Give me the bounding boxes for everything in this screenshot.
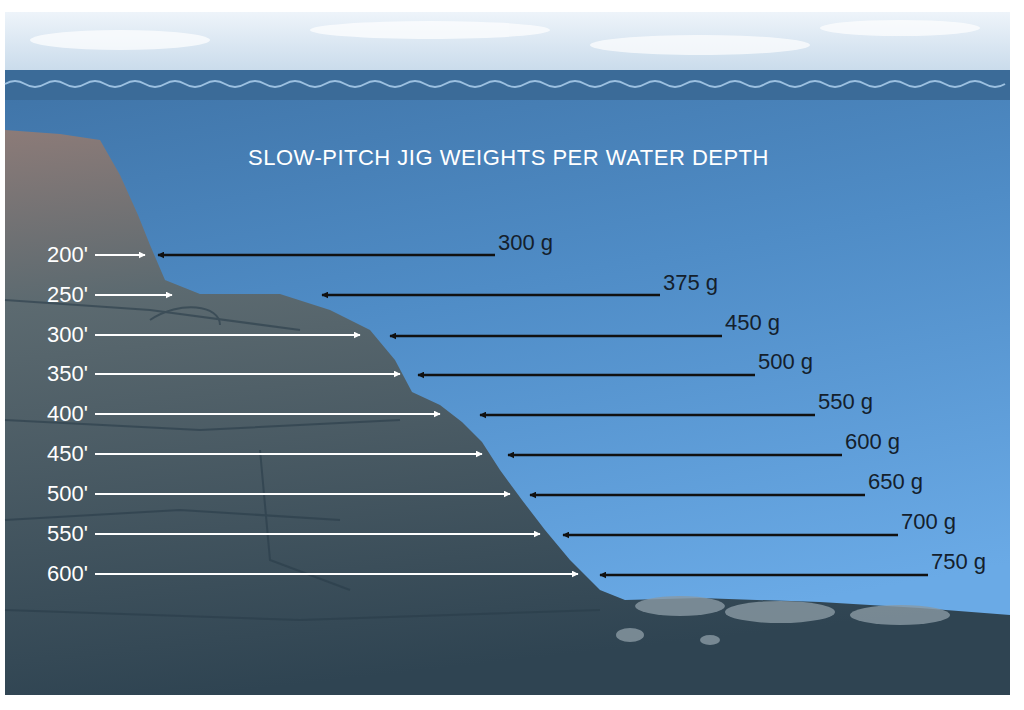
depth-label: 300' bbox=[47, 322, 88, 348]
sky bbox=[5, 12, 1010, 72]
depth-label: 600' bbox=[47, 561, 88, 587]
seabed-rocks bbox=[616, 596, 950, 645]
weight-label: 375 g bbox=[663, 270, 718, 296]
cliff bbox=[5, 130, 1010, 695]
diagram-title: SLOW-PITCH JIG WEIGHTS PER WATER DEPTH bbox=[248, 145, 769, 171]
depth-label: 450' bbox=[47, 441, 88, 467]
weight-label: 750 g bbox=[931, 549, 986, 575]
weight-label: 700 g bbox=[901, 509, 956, 535]
depth-label: 350' bbox=[47, 361, 88, 387]
weight-label: 550 g bbox=[818, 389, 873, 415]
weight-label: 300 g bbox=[498, 230, 553, 256]
depth-label: 500' bbox=[47, 481, 88, 507]
surface-band bbox=[5, 70, 1010, 100]
weight-arrows bbox=[158, 255, 928, 575]
weight-label: 600 g bbox=[845, 429, 900, 455]
depth-label: 400' bbox=[47, 401, 88, 427]
rock-strata bbox=[5, 300, 600, 620]
clouds bbox=[30, 20, 980, 55]
weight-label: 650 g bbox=[868, 469, 923, 495]
depth-label: 200' bbox=[47, 242, 88, 268]
weight-label: 500 g bbox=[758, 349, 813, 375]
depth-label: 250' bbox=[47, 282, 88, 308]
weight-label: 450 g bbox=[725, 310, 780, 336]
depth-label: 550' bbox=[47, 521, 88, 547]
water bbox=[5, 70, 1010, 695]
waves bbox=[5, 81, 1005, 87]
